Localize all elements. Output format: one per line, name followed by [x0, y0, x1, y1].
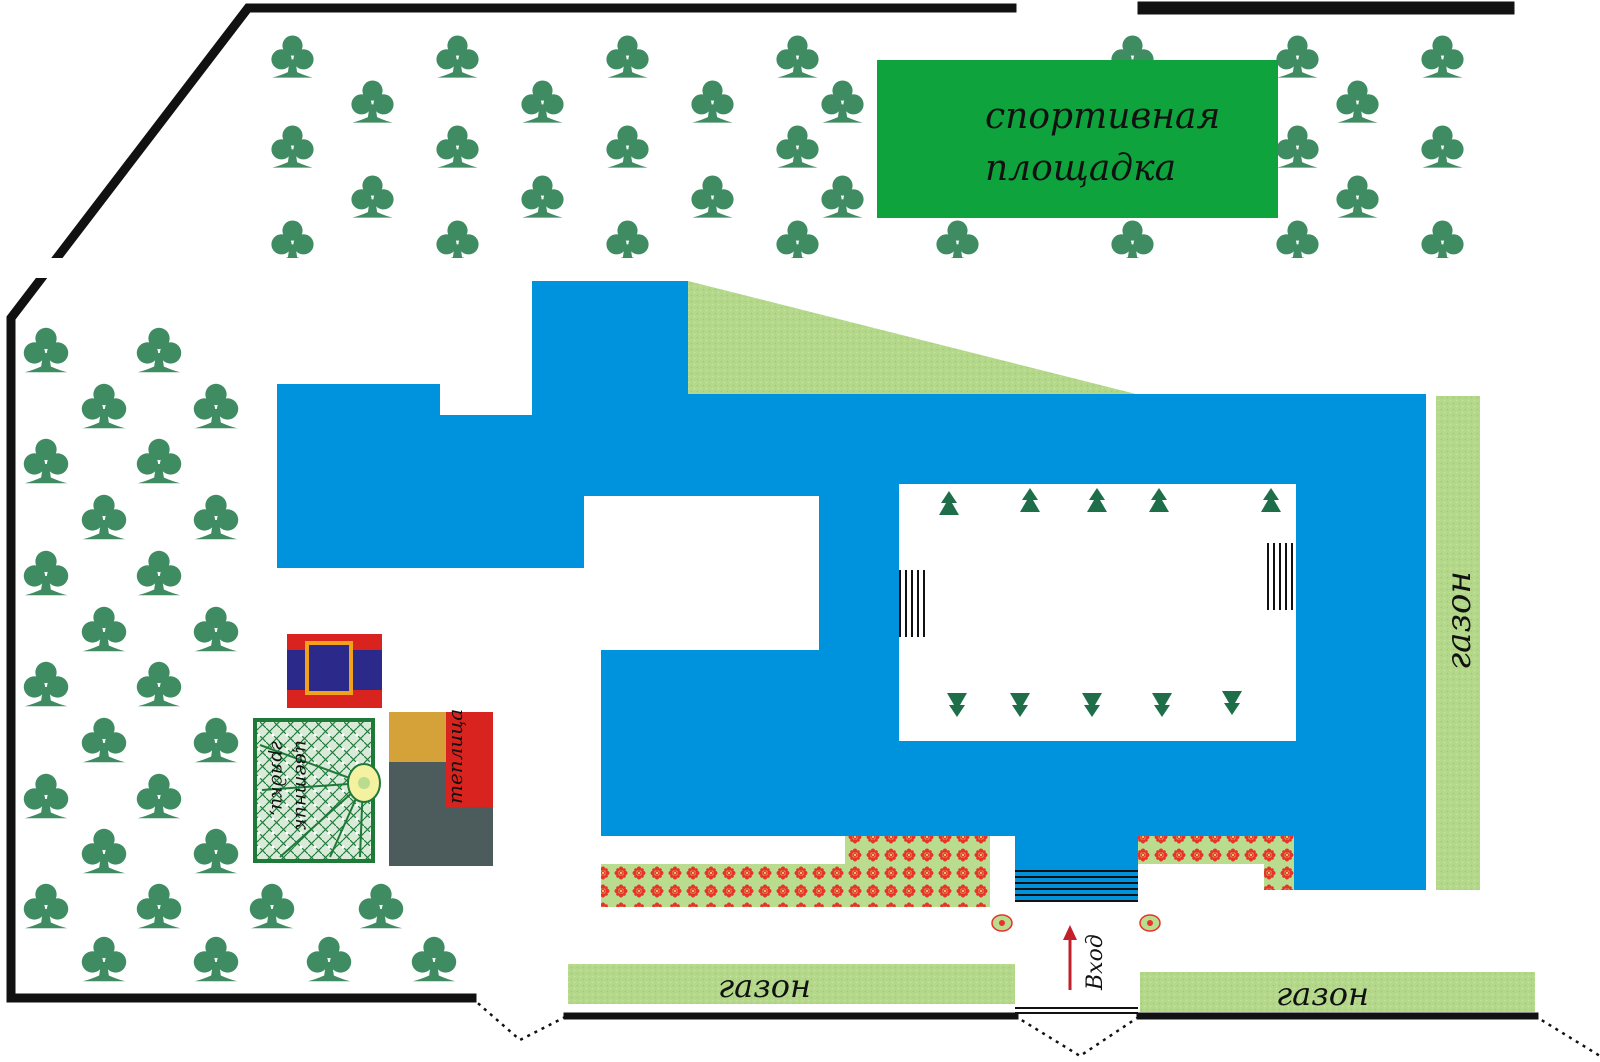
tree-icon [691, 80, 734, 123]
tree-icon [271, 35, 314, 78]
conifer-icon [1020, 488, 1040, 512]
tree-icon [1276, 220, 1319, 263]
tree-icon [1336, 175, 1379, 218]
tree-icon [249, 883, 295, 929]
tree-icon [23, 438, 69, 484]
decorative-plot [287, 634, 382, 708]
tree-icon [81, 383, 127, 429]
lawn-triangle [688, 281, 1136, 394]
tree-icon [81, 717, 127, 763]
tree-icon [81, 936, 127, 982]
tree-icon [1336, 80, 1379, 123]
tree-icon [606, 125, 649, 168]
tree-icon [1421, 35, 1464, 78]
vegetable-beds: грядки, цветник [253, 718, 381, 863]
conifer-icon [1082, 693, 1102, 717]
tree-icon [81, 828, 127, 874]
tree-icon [358, 883, 404, 929]
conifer-icon [947, 693, 967, 717]
lawn-right: газон [1436, 396, 1480, 890]
tree-icon [23, 327, 69, 373]
tree-icon [821, 80, 864, 123]
tree-icon [306, 936, 352, 982]
building [277, 281, 1426, 900]
entrance-label: Вход [1083, 934, 1108, 991]
tree-icon [193, 383, 239, 429]
tree-icon [193, 828, 239, 874]
tree-icon [1276, 35, 1319, 78]
beds-label-line2: цветник [291, 740, 313, 830]
tree-icon [436, 35, 479, 78]
tree-icon [411, 936, 457, 982]
tree-icon [776, 125, 819, 168]
tree-icon [936, 220, 979, 263]
conifer-icon [939, 491, 959, 515]
tree-icon [436, 125, 479, 168]
tree-icon [521, 80, 564, 123]
sports-ground-label-line1: спортивная [985, 96, 1220, 137]
conifer-icon [1261, 488, 1281, 512]
tree-icon [136, 327, 182, 373]
tree-icon [81, 606, 127, 652]
lawn-right-label: газон [1439, 571, 1479, 670]
tree-icon [136, 661, 182, 707]
sports-ground-label-line2: площадка [985, 148, 1176, 189]
tree-icon [136, 773, 182, 819]
entrance-steps [1015, 870, 1138, 1014]
tree-icon [606, 220, 649, 263]
tree-icon [23, 773, 69, 819]
tree-grove-top [271, 35, 1464, 263]
conifer-icon [1222, 691, 1242, 715]
tree-icon [23, 550, 69, 596]
greenhouse-label: теплица [443, 709, 467, 804]
lawn-bottom-left: газон [568, 964, 1015, 1005]
tree-icon [1421, 125, 1464, 168]
tree-icon [23, 661, 69, 707]
tree-icon [436, 220, 479, 263]
entrance-marker: Вход [1063, 925, 1108, 991]
lawn-bottom-right: газон [1140, 972, 1535, 1013]
courtyard-stairs [899, 543, 1293, 637]
conifers [939, 488, 1281, 717]
tree-icon [136, 883, 182, 929]
entrance-flower-pots [991, 914, 1161, 932]
tree-icon [606, 35, 649, 78]
fence [6, 1, 1539, 1020]
tree-icon [193, 494, 239, 540]
beds-label-line1: грядки, [267, 740, 289, 816]
fence-gaps [471, 997, 1600, 1058]
tree-icon [776, 35, 819, 78]
tree-icon [1276, 125, 1319, 168]
greenhouse: теплица [389, 709, 493, 866]
tree-icon [136, 550, 182, 596]
tree-icon [136, 438, 182, 484]
arrow-up-icon [1063, 925, 1077, 990]
tree-icon [351, 175, 394, 218]
flowerbeds [601, 836, 1294, 907]
sports-ground: спортивная площадка [877, 60, 1278, 218]
conifer-icon [1149, 488, 1169, 512]
conifer-icon [1010, 693, 1030, 717]
conifer-icon [1152, 693, 1172, 717]
tree-icon [1111, 220, 1154, 263]
tree-icon [271, 125, 314, 168]
tree-icon [691, 175, 734, 218]
tree-icon [81, 494, 127, 540]
tree-icon [776, 220, 819, 263]
tree-icon [521, 175, 564, 218]
tree-icon [271, 220, 314, 263]
tree-icon [821, 175, 864, 218]
conifer-icon [1087, 488, 1107, 512]
tree-icon [1421, 220, 1464, 263]
tree-icon [193, 717, 239, 763]
lawn-bottom-right-label: газон [1276, 975, 1369, 1013]
tree-icon [193, 936, 239, 982]
tree-icon [351, 80, 394, 123]
tree-icon [23, 883, 69, 929]
tree-icon [193, 606, 239, 652]
lawn-bottom-left-label: газон [718, 967, 811, 1005]
